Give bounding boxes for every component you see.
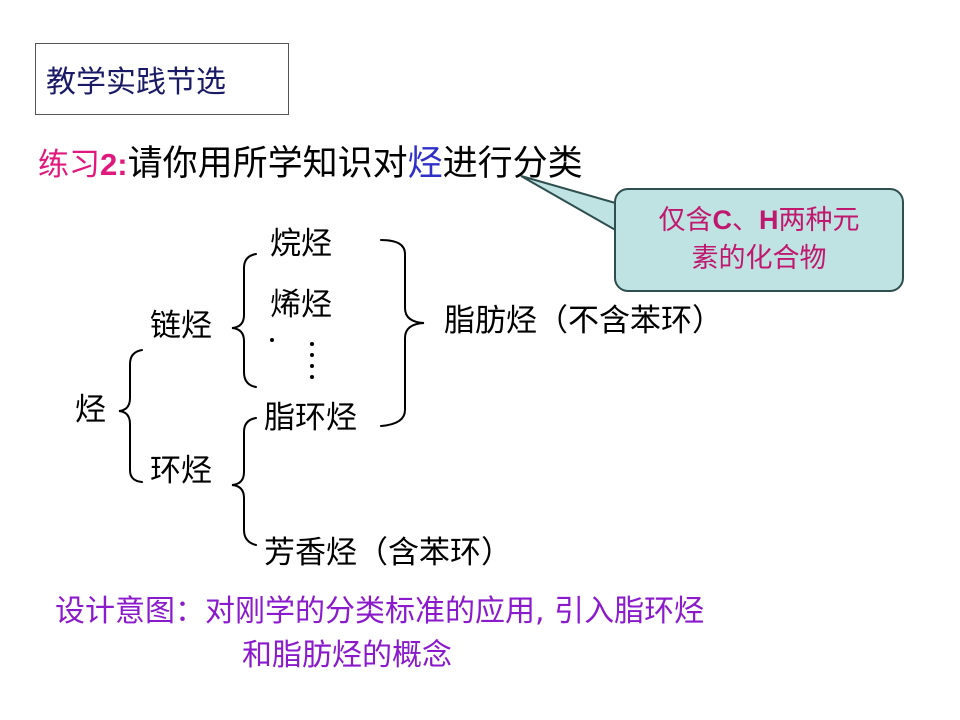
ellipsis-dot-c (310, 353, 314, 357)
brace-chain (231, 253, 257, 388)
design-label: 设计意图： (55, 594, 205, 629)
ellipsis-dot-e (310, 375, 314, 379)
exercise-text-before: 请你用所学知识对 (127, 144, 408, 184)
node-ring-hydrocarbon: 环烃 (150, 453, 212, 489)
page-title: 教学实践节选 (46, 65, 226, 100)
node-alkene: 烯烃 (270, 287, 332, 323)
ellipsis-dot-d (310, 364, 314, 368)
exercise-number: 2: (100, 147, 128, 182)
callout-line-2: 素的化合物 (691, 243, 827, 274)
brace-ring (231, 417, 257, 546)
title-box: 教学实践节选 (35, 43, 289, 115)
design-text-1: 对刚学的分类标准的应用, 引入脂环烃 (205, 594, 705, 629)
exercise-label: 练习 (38, 147, 100, 183)
node-hydrocarbon: 烃 (75, 392, 106, 428)
design-line-1: 设计意图：对刚学的分类标准的应用, 引入脂环烃 (55, 590, 704, 634)
node-alicyclic: 脂环烃 (264, 400, 357, 436)
node-aromatic: 芳香烃（含苯环） (264, 535, 512, 571)
node-aliphatic: 脂肪烃（不含苯环） (444, 303, 723, 339)
ellipsis-dot-a (270, 338, 274, 342)
design-line-2: 和脂肪烃的概念 (242, 638, 452, 673)
node-chain-hydrocarbon: 链烃 (150, 308, 212, 344)
ellipsis-dot-b (310, 342, 314, 346)
definition-callout: 仅含C、H两种元 素的化合物 (614, 188, 904, 292)
exercise-prompt: 练习2:请你用所学知识对烃进行分类 (38, 135, 583, 186)
exercise-highlight: 烃 (407, 144, 443, 184)
brace-aliphatic (380, 239, 425, 427)
node-alkane: 烷烃 (270, 226, 332, 262)
exercise-text-after: 进行分类 (442, 144, 583, 184)
brace-root (118, 349, 143, 483)
callout-line-1: 仅含C、H两种元 (658, 205, 860, 237)
design-intent: 设计意图：对刚学的分类标准的应用, 引入脂环烃 和脂肪烃的概念 (55, 590, 704, 678)
